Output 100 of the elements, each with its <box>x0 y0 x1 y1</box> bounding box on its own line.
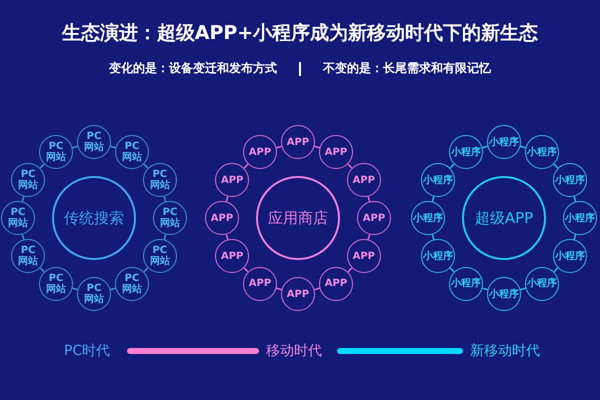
item-circle <box>142 239 177 273</box>
item-label: 小程序 <box>565 212 595 224</box>
item-label: PC网站 <box>83 283 105 305</box>
item-label: PC网站 <box>17 169 40 191</box>
item-label: 小程序 <box>489 136 519 148</box>
ring-connector <box>144 164 148 168</box>
item-label: PC网站 <box>148 245 171 267</box>
era-label: PC时代 <box>64 342 110 360</box>
hub-label: 超级APP <box>474 210 534 226</box>
subtitle: 变化的是：设备变迁和发布方式 <box>109 60 277 77</box>
item-label: PC网站 <box>45 272 67 295</box>
ring-connector <box>244 164 248 168</box>
item-circle <box>319 266 353 301</box>
item-label: 小程序 <box>489 288 519 300</box>
item-label: APP <box>324 278 348 290</box>
item-label: APP <box>210 212 234 224</box>
item-circle <box>205 201 239 235</box>
ring-connector <box>226 196 228 202</box>
ring-connector <box>314 146 320 148</box>
ring-connector <box>314 288 320 290</box>
item-label: APP <box>286 288 310 300</box>
item-label: APP <box>362 212 386 224</box>
subtitle: 不变的是：长尾需求和有限记忆 <box>323 60 491 77</box>
ring-connector <box>368 196 370 202</box>
ring-connector <box>574 234 576 240</box>
item-label: PC网站 <box>83 131 105 153</box>
ring-connector <box>40 164 44 168</box>
ring-connector <box>482 146 488 148</box>
item-circle <box>11 163 46 197</box>
item-circle <box>449 266 483 301</box>
item-label: 小程序 <box>423 174 454 186</box>
item-circle <box>357 201 391 235</box>
item-label: 小程序 <box>451 146 481 158</box>
item-label: 小程序 <box>413 212 443 224</box>
era-label: 移动时代 <box>266 342 322 360</box>
ring-connector <box>226 234 228 240</box>
item-circle <box>115 266 149 301</box>
title: 生态演进：超级APP+小程序成为新移动时代下的新生态 <box>60 21 540 46</box>
item-circle <box>449 135 483 170</box>
ring-connector <box>276 146 282 148</box>
item-circle <box>411 201 445 235</box>
item-label: APP <box>352 250 376 262</box>
item-label: 小程序 <box>527 278 557 290</box>
item-circle <box>77 125 111 159</box>
item-circle <box>563 201 597 235</box>
item-circle <box>77 277 111 311</box>
item-label: PC网站 <box>121 272 143 295</box>
ring-connector <box>110 288 116 290</box>
item-label: PC网站 <box>121 141 143 164</box>
timeline-bar <box>337 348 463 354</box>
item-label: 小程序 <box>527 146 557 158</box>
ring-connector <box>432 234 434 240</box>
hub-circle <box>256 176 340 260</box>
ring-connector <box>574 196 576 202</box>
item-label: APP <box>248 278 272 290</box>
item-circle <box>11 239 46 273</box>
item-label: APP <box>286 136 310 148</box>
ring-connector <box>432 196 434 202</box>
item-circle <box>525 135 559 170</box>
hub-circle <box>52 176 136 260</box>
ring-connector <box>348 164 352 168</box>
item-circle <box>421 239 456 273</box>
item-circle <box>552 163 587 197</box>
ring-connector <box>276 288 282 290</box>
item-circle <box>215 239 250 273</box>
item-circle <box>243 266 277 301</box>
item-circle <box>487 125 521 159</box>
item-label: PC网站 <box>17 245 40 267</box>
item-circle <box>115 135 149 170</box>
item-label: 小程序 <box>423 250 454 262</box>
ring-connector <box>368 234 370 240</box>
item-circle <box>243 135 277 170</box>
item-circle <box>39 266 73 301</box>
item-circle <box>281 125 315 159</box>
item-label: PC网站 <box>148 169 171 191</box>
ring-connector <box>22 234 24 240</box>
ring-connector <box>144 268 148 272</box>
ring-connector <box>520 288 526 290</box>
item-label: PC网站 <box>7 207 29 229</box>
ring-connector <box>72 146 78 148</box>
era-label: 新移动时代 <box>470 342 540 360</box>
ring-connector <box>450 164 454 168</box>
item-circle <box>39 135 73 170</box>
hub-label: 应用商店 <box>268 210 328 226</box>
item-circle <box>215 163 250 197</box>
item-label: PC网站 <box>159 207 181 229</box>
ring-connector <box>164 196 166 202</box>
item-circle <box>319 135 353 170</box>
item-circle <box>525 266 559 301</box>
item-label: APP <box>220 174 244 186</box>
ring-connector <box>348 268 352 272</box>
ring-connector <box>22 196 24 202</box>
item-label: APP <box>248 146 272 158</box>
ring-connector <box>450 268 454 272</box>
hub-circle <box>462 176 546 260</box>
item-circle <box>1 201 35 235</box>
hub-label: 传统搜索 <box>64 210 124 226</box>
ring-connector <box>520 146 526 148</box>
ring-connector <box>554 164 558 168</box>
ring-connector <box>164 234 166 240</box>
